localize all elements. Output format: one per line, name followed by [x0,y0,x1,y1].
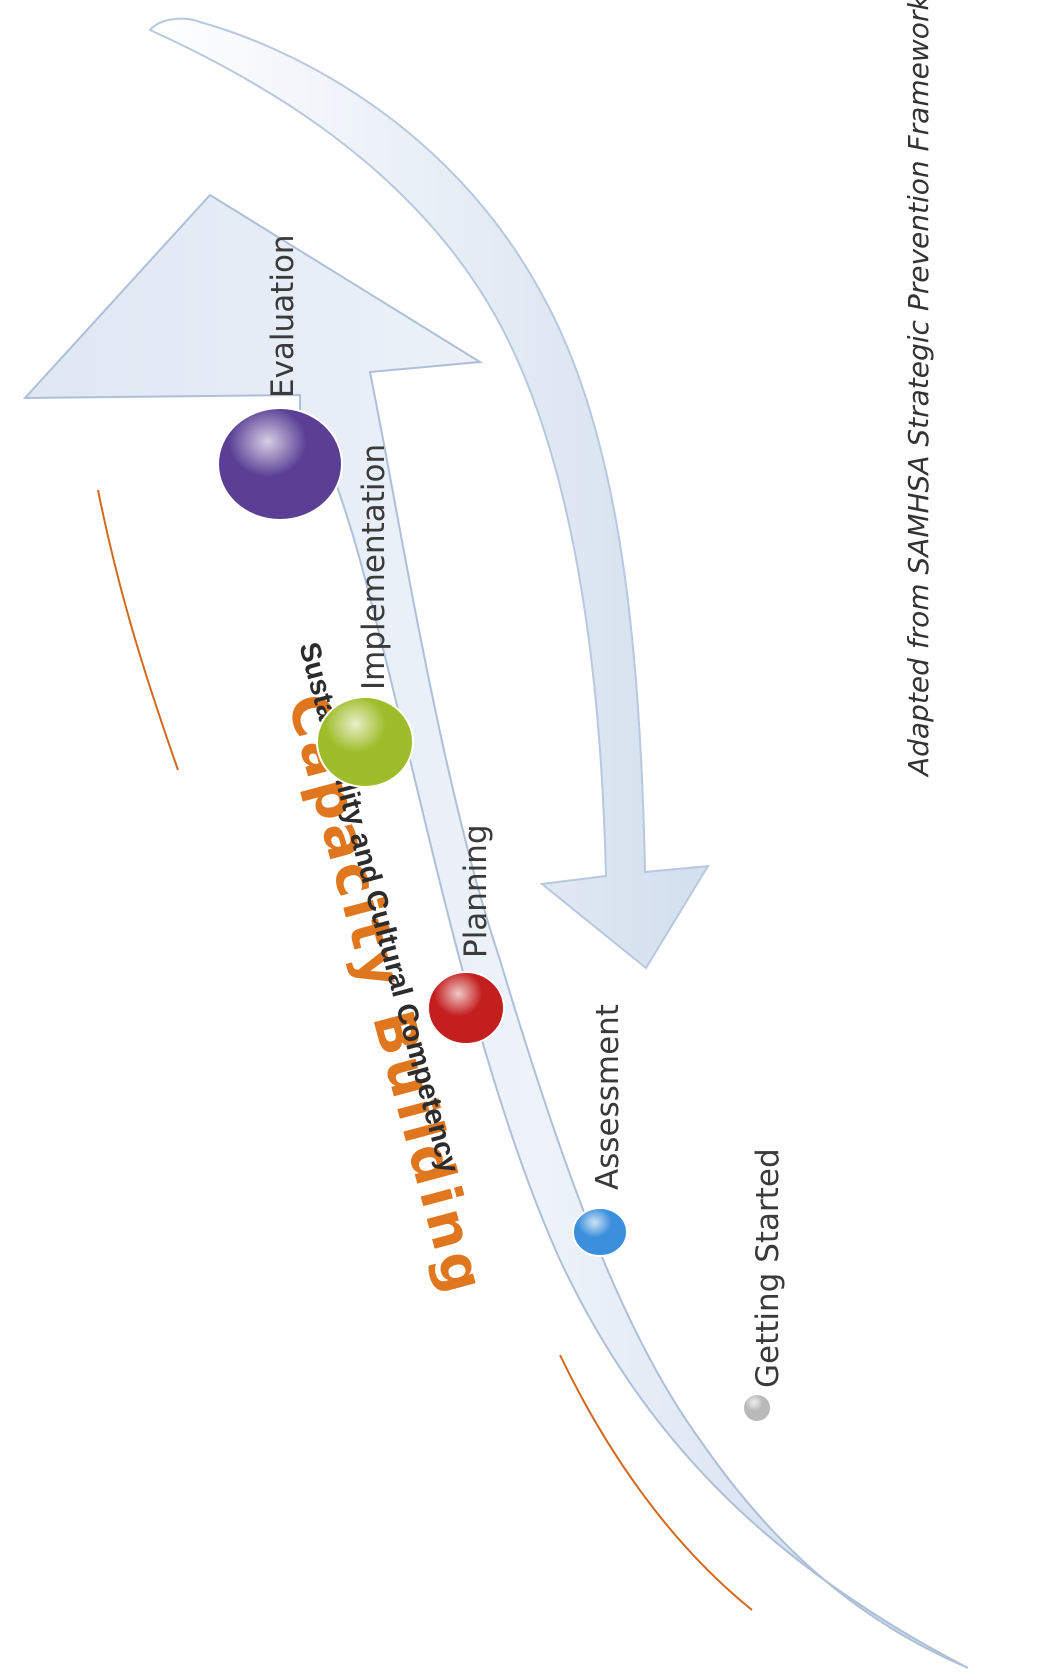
stage-dot-evaluation [217,407,343,521]
stage-label-getting-started: Getting Started [750,1148,786,1388]
credit-text: Adapted from SAMHSA Strategic Prevention… [902,0,935,778]
stage-label-implementation: Implementation [356,444,392,690]
return-arrow [148,17,710,970]
stage-dot-planning [427,971,505,1045]
stage-label-evaluation: Evaluation [265,234,301,398]
accent-line-bottom [559,1354,753,1611]
stage-dot-implementation [316,696,414,788]
stage-label-planning: Planning [458,824,494,958]
stage-dots [217,407,772,1423]
stage-dot-assessment [572,1207,628,1257]
main-arrow [22,193,969,1669]
stage-dot-getting-started [742,1393,772,1423]
stage-label-assessment: Assessment [590,1004,626,1190]
accent-line-top [97,489,179,771]
